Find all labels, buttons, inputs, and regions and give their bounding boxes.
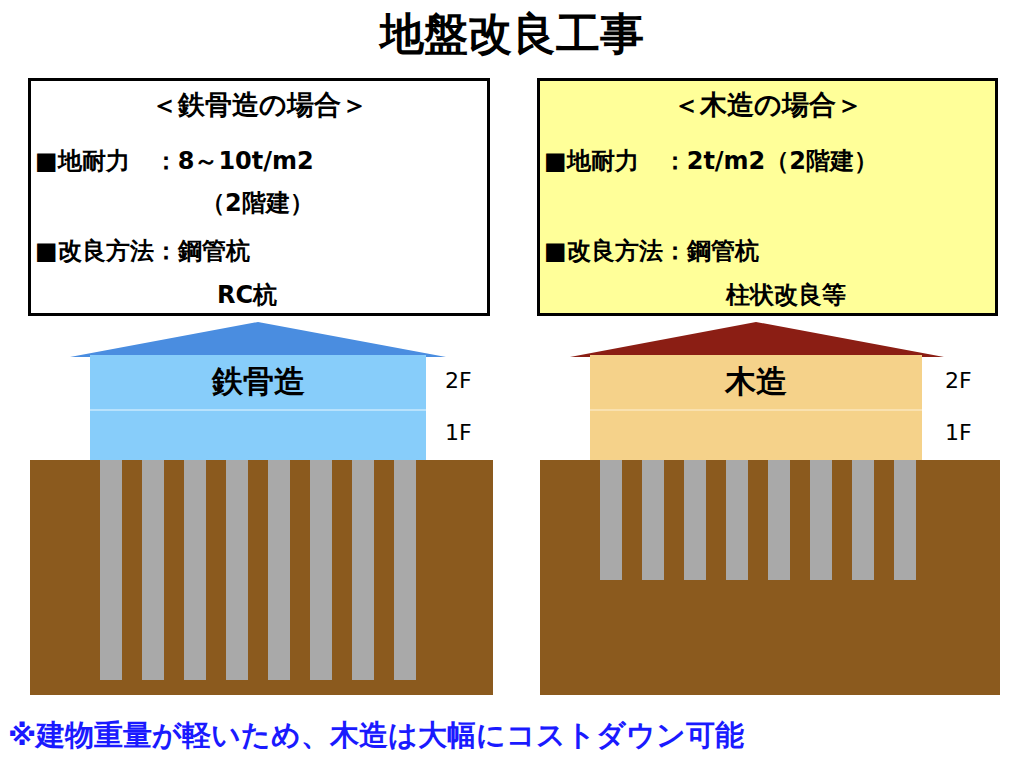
floor-label: 1F bbox=[445, 420, 472, 446]
pile bbox=[810, 460, 832, 580]
info-box: ＜木造の場合＞ ■地耐力 ：2t/m2（2階建） ■改良方法：鋼管杭柱状改良等 bbox=[537, 78, 998, 316]
box-line: ■改良方法：鋼管杭 bbox=[35, 237, 250, 266]
piles bbox=[100, 460, 916, 680]
floor-line bbox=[590, 409, 922, 411]
pile bbox=[268, 460, 290, 680]
floor-line bbox=[90, 409, 426, 411]
building-label: 鉄骨造 bbox=[90, 364, 426, 401]
box-line: （2階建） bbox=[201, 189, 314, 218]
box-line: 柱状改良等 bbox=[726, 281, 846, 310]
pile bbox=[226, 460, 248, 680]
box-line: ■地耐力 ：2t/m2（2階建） bbox=[544, 147, 878, 176]
pile bbox=[394, 460, 416, 680]
pile bbox=[184, 460, 206, 680]
box-heading: ＜木造の場合＞ bbox=[540, 89, 995, 121]
info-box: ＜鉄骨造の場合＞ ■地耐力 ：8～10t/m2 （2階建） ■改良方法：鋼管杭 RC杭 bbox=[28, 78, 490, 316]
roof bbox=[70, 322, 446, 357]
floor-label: 2F bbox=[945, 368, 972, 394]
building: 鉄骨造 bbox=[90, 355, 426, 460]
building-label: 木造 bbox=[590, 364, 922, 401]
roof bbox=[570, 322, 944, 357]
building: 木造 bbox=[590, 355, 922, 460]
pile bbox=[310, 460, 332, 680]
caption: ※建物重量が軽いため、木造は大幅にコストダウン可能 bbox=[8, 718, 744, 753]
floor-label: 1F bbox=[945, 420, 972, 446]
box-heading: ＜鉄骨造の場合＞ bbox=[31, 89, 487, 121]
pile bbox=[684, 460, 706, 580]
pile bbox=[352, 460, 374, 680]
pile bbox=[600, 460, 622, 580]
pile bbox=[100, 460, 122, 680]
ground bbox=[30, 460, 493, 695]
pile bbox=[768, 460, 790, 580]
pile bbox=[852, 460, 874, 580]
pile bbox=[642, 460, 664, 580]
box-line: ■地耐力 ：8～10t/m2 bbox=[35, 147, 314, 176]
pile bbox=[142, 460, 164, 680]
pile bbox=[894, 460, 916, 580]
pile bbox=[726, 460, 748, 580]
title: 地盤改良工事 bbox=[0, 8, 1024, 61]
ground bbox=[540, 460, 1000, 695]
box-line: ■改良方法：鋼管杭 bbox=[544, 237, 759, 266]
box-line: RC杭 bbox=[217, 281, 277, 310]
floor-label: 2F bbox=[445, 368, 472, 394]
